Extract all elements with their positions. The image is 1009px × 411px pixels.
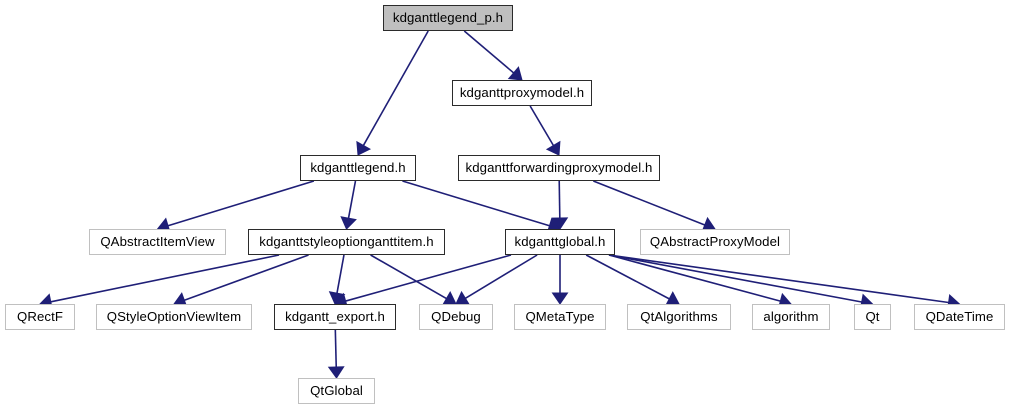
graph-edge-kdgantt_export-to-QtGlobal (327, 329, 345, 379)
graph-node-QDateTime[interactable]: QDateTime (914, 304, 1005, 330)
graph-node-QDebug[interactable]: QDebug (419, 304, 493, 330)
graph-node-QAbstractProxyModel[interactable]: QAbstractProxyModel (640, 229, 790, 255)
graph-edge-kdganttlegend-to-QAbstractItemView (156, 180, 315, 234)
graph-edge-kdganttglobal-to-QMetaType (551, 255, 569, 305)
graph-node-QtAlgorithms[interactable]: QtAlgorithms (627, 304, 731, 330)
graph-edge-kdganttglobal-to-QDebug (455, 254, 538, 306)
graph-node-kdganttproxymodel[interactable]: kdganttproxymodel.h (452, 80, 592, 106)
graph-edge-kdganttforwardingproxymodel-to-kdganttglobal (551, 180, 569, 230)
graph-edge-kdganttglobal-to-kdgantt_export (334, 254, 512, 310)
graph-node-label: kdgantt_export.h (285, 309, 385, 325)
graph-node-kdganttstyleoptionganttitem[interactable]: kdganttstyleoptionganttitem.h (248, 229, 445, 255)
graph-node-label: QMetaType (525, 309, 595, 325)
graph-node-label: QtGlobal (310, 383, 363, 399)
graph-edge-kdganttstyleoptionganttitem-to-QDebug (370, 254, 457, 306)
graph-node-label: kdganttglobal.h (514, 234, 606, 250)
graph-edge-kdganttstyleoptionganttitem-to-QRectF (39, 254, 280, 310)
graph-node-label: kdganttproxymodel.h (459, 85, 585, 101)
graph-node-QtGlobal[interactable]: QtGlobal (298, 378, 375, 404)
graph-node-label: kdganttlegend.h (310, 160, 406, 176)
graph-node-label: kdganttforwardingproxymodel.h (465, 160, 653, 176)
graph-node-QAbstractItemView[interactable]: QAbstractItemView (89, 229, 226, 255)
graph-node-kdganttlegend[interactable]: kdganttlegend.h (300, 155, 416, 181)
graph-node-label: algorithm (763, 309, 819, 325)
graph-node-Qt[interactable]: Qt (854, 304, 891, 330)
graph-node-algorithm[interactable]: algorithm (752, 304, 830, 330)
graph-node-kdganttlegend_p[interactable]: kdganttlegend_p.h (383, 5, 513, 31)
graph-node-kdganttglobal[interactable]: kdganttglobal.h (505, 229, 615, 255)
graph-node-label: Qt (865, 309, 880, 325)
graph-node-QStyleOptionViewItem[interactable]: QStyleOptionViewItem (96, 304, 252, 330)
graph-edge-kdganttlegend_p-to-kdganttproxymodel (463, 30, 523, 81)
graph-node-label: kdganttstyleoptionganttitem.h (259, 234, 434, 250)
graph-node-kdganttforwardingproxymodel[interactable]: kdganttforwardingproxymodel.h (458, 155, 660, 181)
graph-edge-kdganttforwardingproxymodel-to-QAbstractProxyModel (593, 180, 716, 233)
graph-node-QMetaType[interactable]: QMetaType (514, 304, 606, 330)
graph-edge-kdganttlegend-to-kdganttstyleoptionganttitem (340, 180, 357, 230)
graph-node-label: kdganttlegend_p.h (392, 10, 504, 26)
graph-node-label: QAbstractProxyModel (649, 234, 781, 250)
graph-node-label: QAbstractItemView (100, 234, 215, 250)
graph-node-kdgantt_export[interactable]: kdgantt_export.h (274, 304, 396, 330)
graph-edge-kdganttglobal-to-Qt (608, 254, 874, 311)
graph-node-label: QStyleOptionViewItem (106, 309, 242, 325)
graph-node-QRectF[interactable]: QRectF (5, 304, 75, 330)
graph-node-label: QtAlgorithms (640, 309, 718, 325)
graph-node-label: QDateTime (925, 309, 994, 325)
graph-edge-kdganttproxymodel-to-kdganttforwardingproxymodel (529, 105, 561, 156)
graph-edge-kdganttlegend-to-kdganttglobal (402, 180, 561, 234)
graph-node-label: QDebug (431, 309, 481, 325)
graph-edge-kdganttlegend_p-to-kdganttlegend (356, 30, 429, 156)
graph-node-label: QRectF (16, 309, 64, 325)
